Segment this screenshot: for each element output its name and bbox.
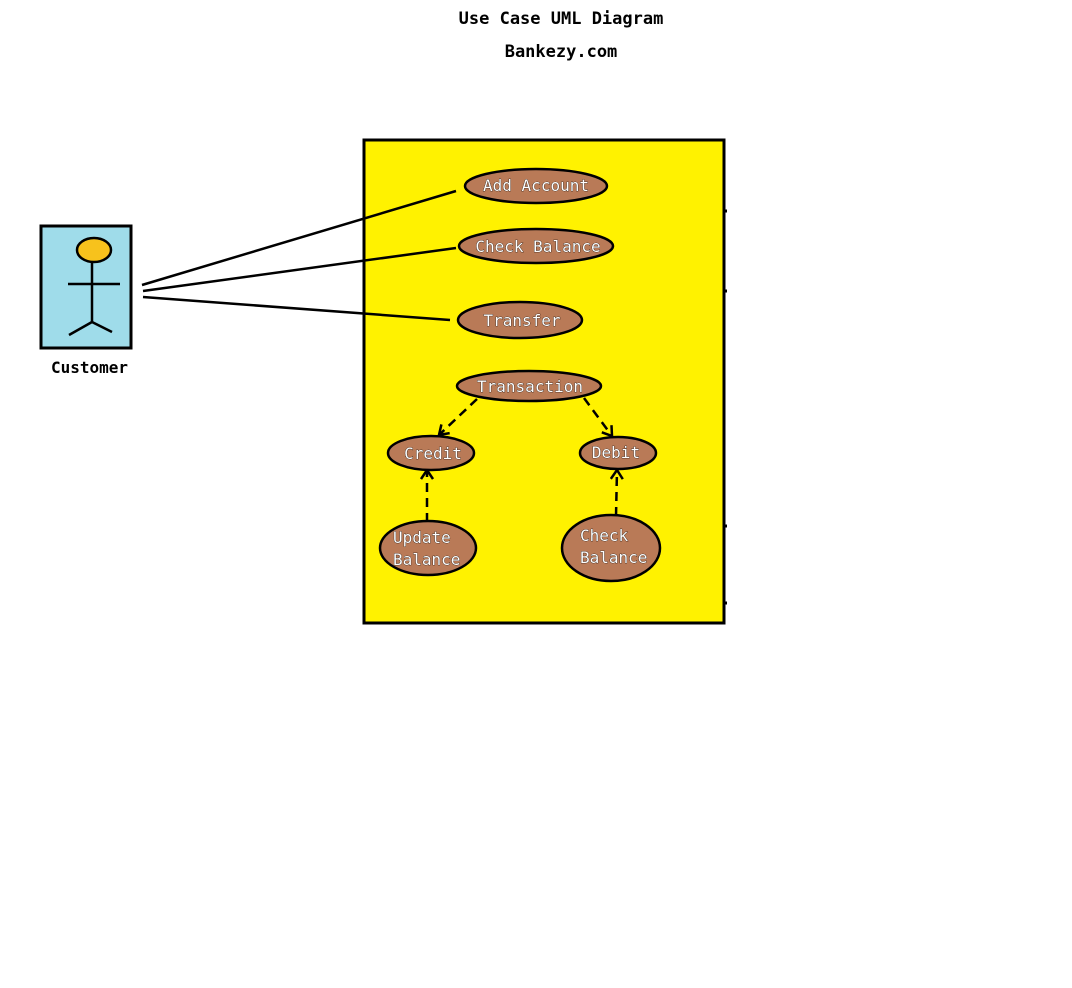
actor-customer[interactable]: Customer <box>39 224 133 377</box>
diagram-title: Use Case UML Diagram <box>458 9 664 29</box>
associations <box>141 189 457 322</box>
stick-figure-icon <box>68 262 120 337</box>
use-case-label: Transfer <box>483 311 560 330</box>
boundary-ticks <box>724 209 727 605</box>
use-case-add-account[interactable]: Add Account <box>463 167 609 205</box>
use-case-label-line2: Balance <box>580 548 647 567</box>
use-case-label: Add Account <box>483 176 589 195</box>
use-case-label: Transaction <box>477 377 583 396</box>
use-case-transaction[interactable]: Transaction <box>455 369 603 403</box>
use-case-check-balance[interactable]: Check Balance <box>457 227 615 265</box>
dependencies <box>427 397 617 522</box>
use-case-label-line1: Update <box>393 528 451 547</box>
actor-label: Customer <box>51 358 128 377</box>
use-case-debit[interactable]: Debit <box>578 435 658 471</box>
dependency-transaction-debit <box>582 397 612 436</box>
use-case-label-line2: Balance <box>393 550 460 569</box>
use-case-credit[interactable]: Credit <box>386 434 476 472</box>
use-case-label: Debit <box>592 443 640 462</box>
dependency-transaction-credit <box>439 398 478 435</box>
use-case-label: Credit <box>404 444 462 463</box>
use-case-label-line1: Check <box>580 526 629 545</box>
use-case-check-balance-sub[interactable]: Check Balance <box>560 513 662 583</box>
use-case-label: Check Balance <box>475 237 600 256</box>
actor-head <box>75 236 113 264</box>
association-add-account <box>141 189 457 287</box>
use-case-transfer[interactable]: Transfer <box>456 300 584 340</box>
association-transfer <box>142 295 451 322</box>
use-case-update-balance[interactable]: Update Balance <box>378 519 478 577</box>
diagram-subtitle: Bankezy.com <box>504 42 618 62</box>
dependency-check-debit <box>616 470 617 517</box>
association-check-balance <box>142 246 457 293</box>
